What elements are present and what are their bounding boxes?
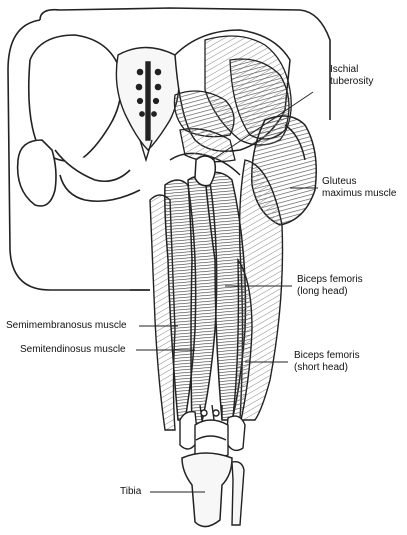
label-biceps-short-line2: (short head) bbox=[294, 362, 348, 373]
label-semimembranosus: Semimembranosus muscle bbox=[6, 320, 127, 332]
knee-joint bbox=[179, 404, 246, 460]
label-gluteus-maximus: Gluteus maximus muscle bbox=[322, 176, 396, 200]
label-semimembranosus-text: Semimembranosus muscle bbox=[6, 320, 127, 331]
label-ischial-tuberosity-line1: Ischial bbox=[330, 64, 359, 75]
tibia bbox=[181, 452, 233, 528]
label-gluteus-maximus-line1: Gluteus bbox=[322, 176, 357, 187]
label-tibia: Tibia bbox=[120, 486, 141, 498]
label-biceps-long-line2: (long head) bbox=[297, 286, 348, 297]
label-biceps-long-line1: Biceps femoris bbox=[297, 274, 363, 285]
label-biceps-femoris-short: Biceps femoris (short head) bbox=[294, 350, 360, 374]
label-biceps-short-line1: Biceps femoris bbox=[294, 350, 360, 361]
fibula bbox=[231, 460, 245, 526]
ischial-tuberosity bbox=[194, 155, 217, 187]
leader-lines bbox=[136, 91, 318, 493]
body-outline bbox=[7, 7, 331, 291]
biceps-femoris-short-head bbox=[231, 257, 253, 426]
label-semitendinosus: Semitendinosus muscle bbox=[20, 344, 126, 356]
leader-ischial-tuberosity bbox=[211, 91, 314, 161]
label-biceps-femoris-long: Biceps femoris (long head) bbox=[297, 274, 363, 298]
label-gluteus-maximus-line2: maximus muscle bbox=[322, 188, 397, 199]
label-semitendinosus-text: Semitendinosus muscle bbox=[20, 344, 126, 355]
sacrum bbox=[115, 46, 180, 163]
label-ischial-tuberosity: Ischial tuberosity bbox=[330, 64, 373, 88]
left-pelvis bbox=[16, 34, 141, 207]
label-tibia-text: Tibia bbox=[120, 486, 142, 497]
label-ischial-tuberosity-line2: tuberosity bbox=[330, 76, 374, 87]
